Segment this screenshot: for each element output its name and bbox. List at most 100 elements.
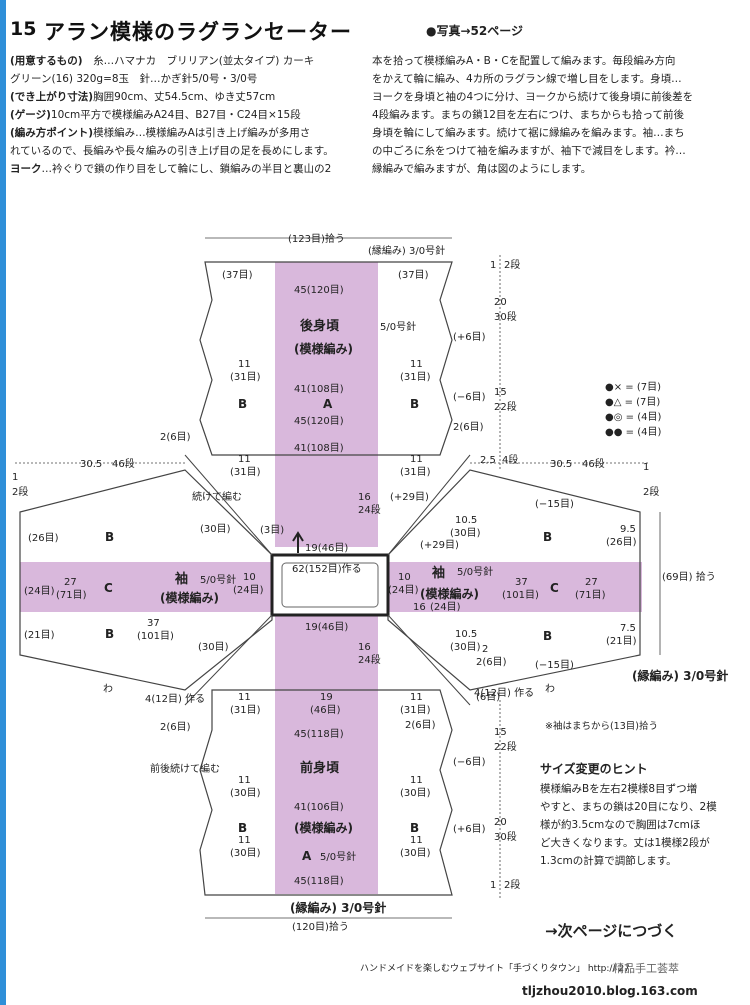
left-sleeve-pattern: (模様編み) (160, 590, 219, 605)
right-sleeve-pattern: (模様編み) (420, 586, 479, 601)
back-yoke-center-count: 41(108目) (294, 443, 344, 454)
back-upper-right: 11 (410, 359, 423, 370)
front-low-right: 11 (410, 775, 423, 786)
dim-f2: 2 (482, 644, 488, 655)
blog-url[interactable]: tljzhou2010.blog.163.com (522, 984, 698, 998)
right-sleeve-top-right: 9.5 (620, 524, 636, 535)
raglan-rows-24: 24段 (358, 503, 381, 516)
left-sleeve-name: 袖 (175, 571, 188, 587)
right-sleeve-c-count: 37 (515, 577, 528, 588)
instruction-line: 縁編みで編みますが、角は図のようにします。 (372, 163, 592, 175)
raglan-front-left-inc: 2(6目) (160, 722, 191, 733)
neck-left-side-count: (24目) (233, 585, 264, 596)
back-body-outline (199, 261, 453, 456)
front-yoke-center: 19 (320, 692, 333, 703)
right-sleeve-rows: 46段 (582, 457, 605, 470)
right-sleeve-top-edge-l-count: (30目) (450, 528, 481, 539)
instruction-line: 4段編みます。まちの鎖12目を左右につけ、まちからも拾って前後 (372, 109, 684, 121)
left-sleeve-rows: 46段 (112, 457, 135, 470)
front-yoke-left: 11 (238, 692, 251, 703)
raglan-front-left-make: 4(12目) 作る (145, 693, 205, 705)
next-page-link[interactable]: →次ページにつづく (545, 922, 678, 940)
back-pattern-b-right: B (410, 397, 419, 411)
neck-bottom-count: 19(46目) (305, 622, 348, 633)
neck-right-side-count: (24目) (388, 585, 419, 596)
front-low-left-count: (30目) (230, 788, 261, 799)
raglan-rows-16b: 16 (358, 642, 371, 653)
back-yoke-right-count: (31目) (400, 467, 431, 478)
front-pattern-label: (模様編み) (294, 820, 353, 835)
right-sleeve-length: 30.5 (550, 459, 572, 470)
dim-r22: 22段 (494, 400, 517, 413)
instruction-line: グリーン(16) 320g=8玉 針…かぎ針5/0号・3/0号 (10, 73, 258, 85)
front-yoke-center-count: (46目) (310, 705, 341, 716)
legend-item: ●△ = (7目) (605, 397, 660, 408)
neck-right-side: 10 (398, 572, 411, 583)
right-sleeve-wa: わ (545, 683, 555, 695)
right-sleeve-cuff: 1 (643, 462, 649, 473)
right-sleeve-bottom-edge-l-count: (30目) (450, 642, 481, 653)
front-center-mid-count: 41(106目) (294, 802, 344, 813)
left-sleeve-pattern-b-bottom: B (105, 627, 114, 641)
left-sleeve-pattern-c: C (104, 581, 113, 595)
front-mid-left-count: (30目) (230, 848, 261, 859)
right-sleeve-pattern-c-panel (388, 562, 642, 612)
back-top-pickup: (123目)拾う (288, 232, 345, 245)
hint-line: 様が約3.5cmなので胸囲は7cmほ (540, 819, 701, 831)
right-sleeve-c-right: 27 (585, 577, 598, 588)
right-sleeve-top-edge-l: 10.5 (455, 515, 477, 526)
raglan-line-upper-left (184, 454, 273, 556)
left-sleeve-gusset-top: (30目) (200, 524, 231, 535)
left-sleeve-pattern-b-top: B (105, 530, 114, 544)
right-sleeve-pattern-c: C (550, 581, 559, 595)
right-sleeve-dim-4: 4段 (502, 453, 518, 466)
right-sleeve-top-right-count: (26目) (606, 537, 637, 548)
back-yoke-left-count: (31目) (230, 467, 261, 478)
instruction-line: ヨークを身頃と袖の4つに分け、ヨークから続けて後身頃に前後差を (372, 91, 694, 103)
dim-r20: 20 (494, 297, 507, 308)
front-pattern-b-left: B (238, 821, 247, 835)
hint-line: やすと、まちの鎖は20目になり、2模 (540, 801, 717, 813)
back-top-side-right: (37目) (398, 270, 429, 281)
side-accent-bar (0, 0, 6, 1005)
dim-b1-rows: 2段 (504, 878, 520, 891)
dim-f6: (6目) (476, 692, 500, 703)
right-sleeve-count-16b: (24目) (430, 602, 461, 613)
size-change-hint-title: サイズ変更のヒント (540, 762, 648, 776)
raglan-back-right-inc: 2(6目) (453, 422, 484, 433)
left-sleeve-outline (19, 469, 273, 691)
right-sleeve-edge: (縁編み) 3/0号針 (632, 668, 728, 683)
back-pattern-a: A (323, 397, 333, 411)
front-bottom-pickup: (120目)拾う (292, 920, 349, 933)
neck-opening (270, 553, 390, 617)
dim-b22: 22段 (494, 740, 517, 753)
hint-line: ど大きくなります。丈は1模様2段が (540, 837, 710, 849)
hint-line: 模様編みBを左右2模様8目ずつ増 (540, 783, 698, 795)
instruction-line: (用意するもの) 糸…ハマナカ ブリリアン(並太タイプ) カーキ (10, 55, 315, 67)
left-sleeve-bottom-edge: (21目) (24, 630, 55, 641)
dim-plus6: (+6目) (453, 332, 486, 343)
right-sleeve-pickup: (69目) 拾う (662, 570, 716, 583)
left-sleeve-length: 30.5 (80, 459, 102, 470)
left-sleeve-wa: わ (103, 683, 113, 695)
dim-minus6: (−6目) (453, 392, 486, 403)
legend-item: ●× = (7目) (605, 382, 661, 393)
left-sleeve-cuff-rows: 2段 (12, 485, 28, 498)
back-yoke-right: 11 (410, 454, 423, 465)
front-bottom-edge: (縁編み) 3/0号針 (290, 900, 386, 915)
dim-bminus6: (−6目) (453, 757, 486, 768)
right-sleeve-dim-2-5: 2.5 (480, 455, 496, 466)
dim-b15: 15 (494, 727, 507, 738)
back-upper-left-count: (31目) (230, 372, 261, 383)
front-center-top-count: 45(118目) (294, 729, 344, 740)
front-yoke-right-count: (31目) (400, 705, 431, 716)
left-sleeve-side-c: (24目) (24, 586, 55, 597)
page-number: 27 (618, 964, 630, 974)
size-change-hint-body: 模様編みBを左右2模様8目ずつ増 やすと、まちの鎖は20目になり、2模 様が約3… (540, 780, 717, 870)
back-top-side-left: (37目) (222, 270, 253, 281)
instruction-line: (編み方ポイント)模様編み…模様編みAは引き上げ編みが多用さ (10, 127, 311, 139)
front-needle: 5/0号針 (320, 850, 356, 863)
dim-r30: 30段 (494, 310, 517, 323)
raglan-plus29-right: (+29目) (390, 492, 429, 503)
left-sleeve-mid-bottom: 37 (147, 618, 160, 629)
